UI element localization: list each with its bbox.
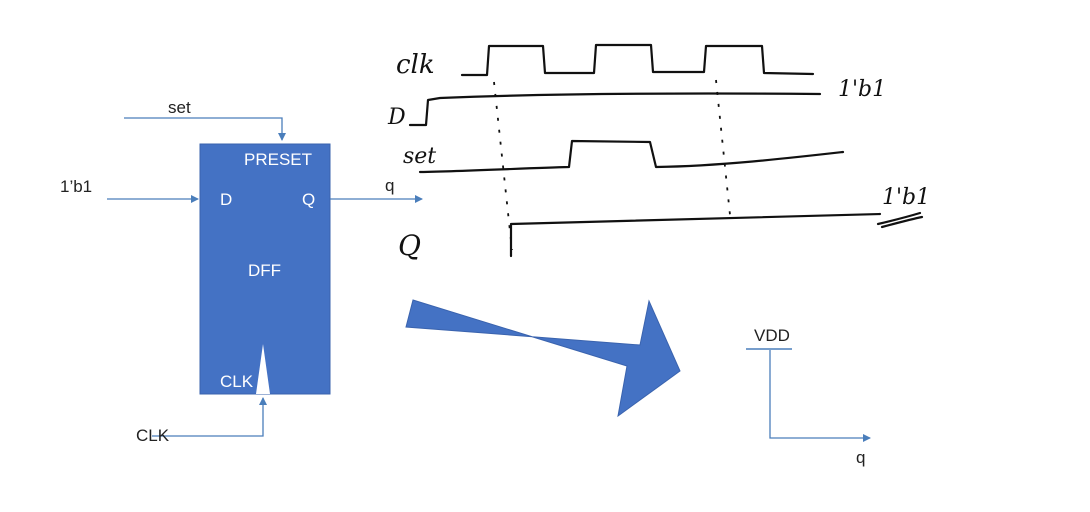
d-pin-label: D [220,190,233,209]
set-input-label: set [168,98,191,117]
big-arrow-icon [405,299,681,418]
dff-title: DFF [248,261,282,280]
clk-wave-label: clk [396,50,435,80]
set-wave-label: set [403,144,437,169]
q-pin-label: Q [302,190,316,209]
set-waveform [418,139,845,174]
vdd-label: VDD [754,326,790,345]
q-value-label: 1'b1 [882,185,931,210]
clk-pin-label: CLK [220,372,254,391]
vdd-to-q-wire [769,350,871,442]
q-wave-label: Q [398,229,421,262]
data-input-label: 1’b1 [60,177,93,196]
q-output-label: q [385,176,395,195]
q-waveform [509,212,882,258]
preset-pin-label: PRESET [244,150,313,169]
guide-line-1 [493,81,513,251]
d-wave-label: D [388,105,406,130]
equivalent-q-label: q [856,448,866,467]
q-value-underline-2 [880,215,924,229]
clk-waveform [460,43,815,77]
set-wire [124,117,286,141]
guide-line-2 [715,79,731,216]
clk-wire [152,397,267,437]
q-value-underline [876,211,922,226]
d-waveform [408,92,822,127]
clk-input-label: CLK [136,426,170,445]
dff-block [199,143,331,395]
clock-triangle-icon [256,344,270,394]
d-value-label: 1'b1 [838,77,887,102]
